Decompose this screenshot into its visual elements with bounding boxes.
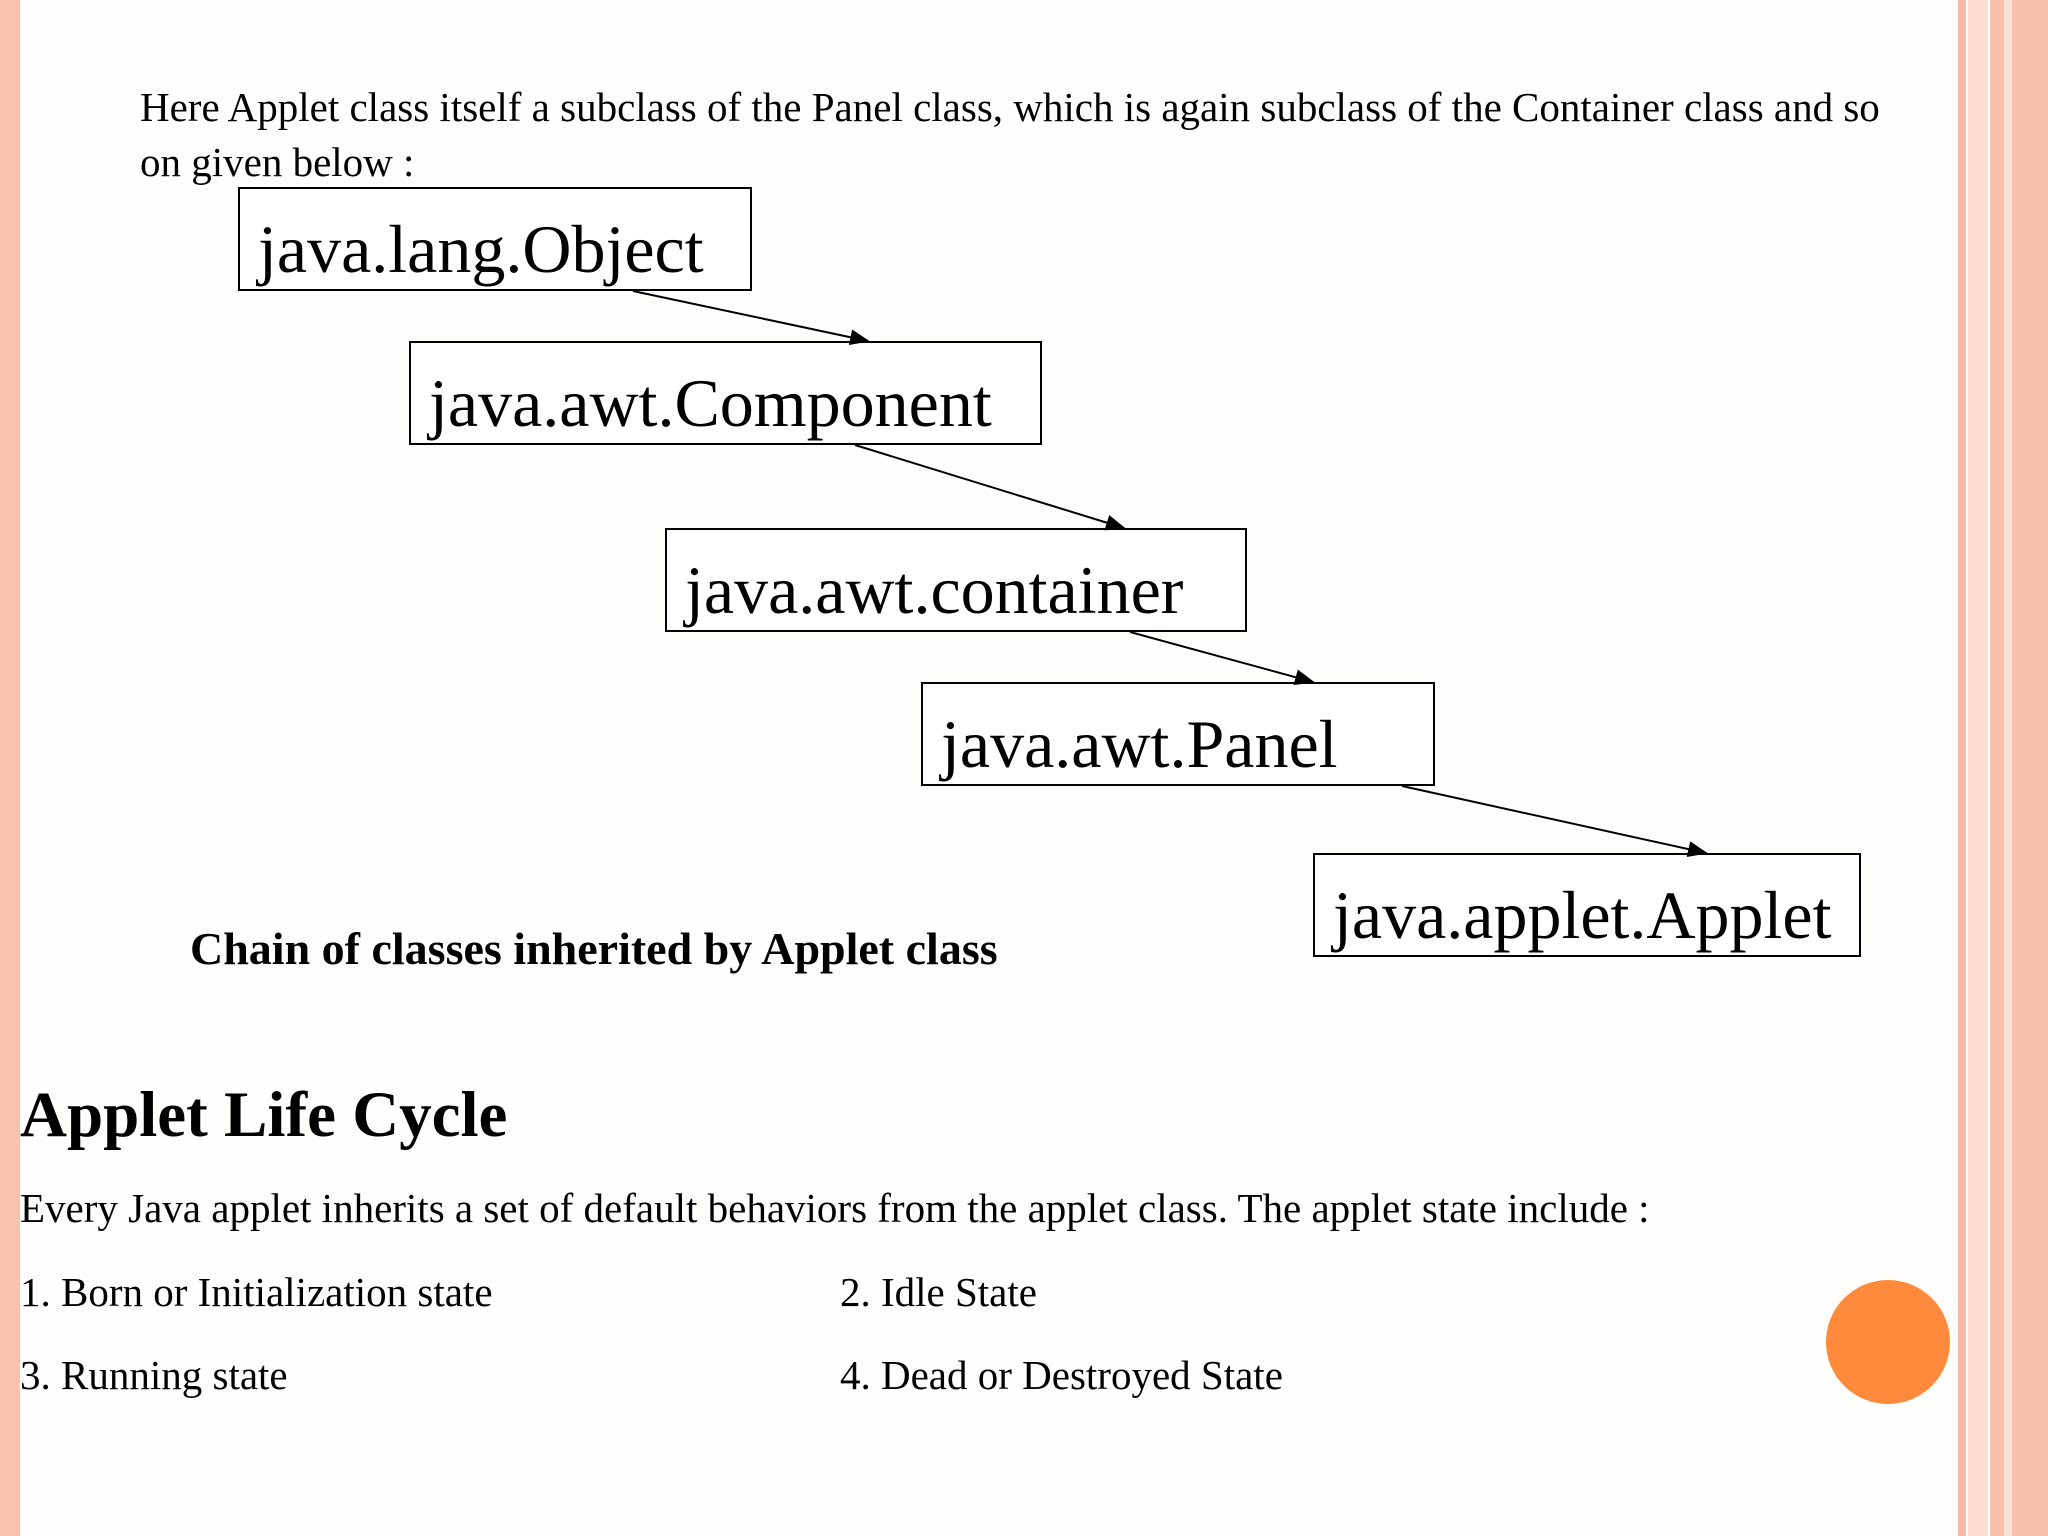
right-border-stripe-gap bbox=[2004, 0, 2012, 1536]
arrow-object-to-component bbox=[632, 290, 870, 346]
state-idle: 2. Idle State bbox=[840, 1269, 1037, 1315]
right-border-stripe-inner bbox=[1958, 0, 1966, 1536]
class-label-applet: java.applet.Applet bbox=[1333, 877, 1832, 953]
class-box-applet: java.applet.Applet bbox=[1313, 853, 1861, 957]
class-box-component: java.awt.Component bbox=[409, 341, 1042, 445]
arrow-container-to-panel bbox=[1129, 631, 1315, 685]
arrow-panel-to-applet bbox=[1401, 785, 1708, 857]
diagram-caption: Chain of classes inherited by Applet cla… bbox=[190, 923, 998, 974]
class-box-object: java.lang.Object bbox=[238, 187, 752, 291]
right-border-stripe-outer bbox=[1990, 0, 2048, 1536]
state-running: 3. Running state bbox=[20, 1352, 288, 1398]
section-paragraph: Every Java applet inherits a set of defa… bbox=[20, 1185, 1650, 1231]
class-label-object: java.lang.Object bbox=[258, 211, 704, 287]
state-dead: 4. Dead or Destroyed State bbox=[840, 1352, 1283, 1398]
accent-circle bbox=[1826, 1280, 1950, 1404]
class-label-container: java.awt.container bbox=[685, 552, 1184, 628]
class-label-panel: java.awt.Panel bbox=[941, 706, 1338, 782]
class-box-container: java.awt.container bbox=[665, 528, 1247, 632]
arrow-component-to-container bbox=[854, 444, 1126, 531]
left-border-stripe bbox=[0, 0, 20, 1536]
class-box-panel: java.awt.Panel bbox=[921, 682, 1435, 786]
state-born: 1. Born or Initialization state bbox=[20, 1269, 493, 1315]
intro-text: Here Applet class itself a subclass of t… bbox=[140, 84, 1880, 185]
right-border-stripe-middle bbox=[1968, 0, 1988, 1536]
section-heading: Applet Life Cycle bbox=[20, 1079, 508, 1151]
class-label-component: java.awt.Component bbox=[429, 365, 992, 441]
